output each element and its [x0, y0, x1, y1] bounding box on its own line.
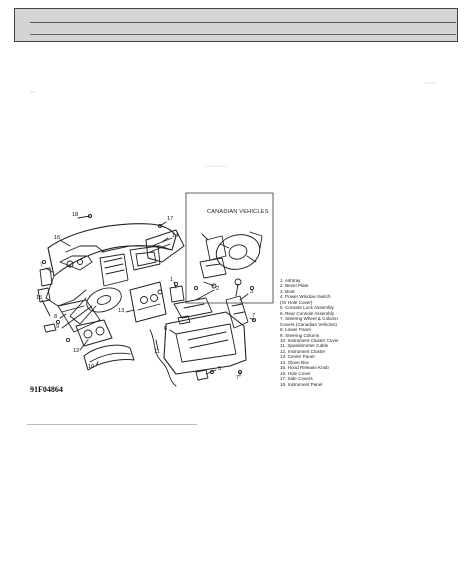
- callout-7-bottom: 7: [236, 375, 240, 381]
- footer-rule: [27, 424, 197, 425]
- legend-item: 13. Center Panel: [280, 354, 315, 360]
- callout-11: 11: [154, 349, 160, 355]
- legend-item: 8. Lower Panel: [280, 327, 311, 333]
- inset-title: CANADIAN VEHICLES: [207, 209, 269, 215]
- callout-9: 9: [56, 324, 60, 330]
- legend-item: 2. Bezel Plate: [280, 283, 309, 289]
- legend-item: 4. Power Window Switch: [280, 294, 331, 300]
- legend-item: 5. Console Lock Assembly: [280, 305, 334, 311]
- callout-18: 18: [72, 212, 79, 218]
- legend-item: 12. Instrument Cluster: [280, 348, 326, 354]
- callout-6: 6: [164, 326, 168, 332]
- callout-12: 12: [73, 348, 80, 354]
- callout-16: 16: [54, 235, 61, 241]
- callout-1: 1: [170, 277, 174, 283]
- legend-item: 6. Rear Console Assembly: [280, 310, 335, 316]
- legend-item: 15. Hood Release Knob: [280, 365, 329, 371]
- legend-item: 16. Hole Cover: [280, 370, 311, 376]
- legend-item: 9. Steering Column: [280, 332, 320, 338]
- callout-15: 15: [36, 295, 43, 301]
- header-inner-rule: [30, 22, 456, 35]
- callout-5: 5: [218, 366, 222, 372]
- legend-item: 18. Instrument Panel: [280, 381, 323, 387]
- legend-item: 3. Boot: [280, 288, 295, 294]
- legend-item: 11. Speedometer Cable: [280, 343, 329, 349]
- page-header-bar: [14, 8, 458, 42]
- callout-13: 13: [118, 308, 125, 314]
- callout-2: 2: [216, 286, 220, 292]
- legend-item: 14. Glove Box: [280, 359, 309, 365]
- callout-14: 14: [172, 233, 179, 239]
- legend-item: 17. Side Covers: [280, 376, 313, 382]
- callout-7-right: 7: [252, 313, 256, 319]
- callout-3: 3: [250, 289, 254, 295]
- legend-item: Covers (Canadian Vehicles): [280, 321, 337, 327]
- figure-id: 91F04864: [30, 385, 63, 394]
- legend-item: (Or Hole Cover): [280, 299, 313, 305]
- callout-8: 8: [54, 314, 58, 320]
- callout-7-left: 7: [40, 262, 44, 268]
- legend-item: 1. Ashtray: [280, 278, 301, 283]
- callout-17: 17: [167, 216, 174, 222]
- callout-10: 10: [88, 364, 95, 370]
- legend-item: 10. Instrument Cluster Cover: [280, 337, 339, 343]
- legend-item: 7. Steering Wheel & Column: [280, 316, 338, 322]
- inset-box: [185, 192, 274, 304]
